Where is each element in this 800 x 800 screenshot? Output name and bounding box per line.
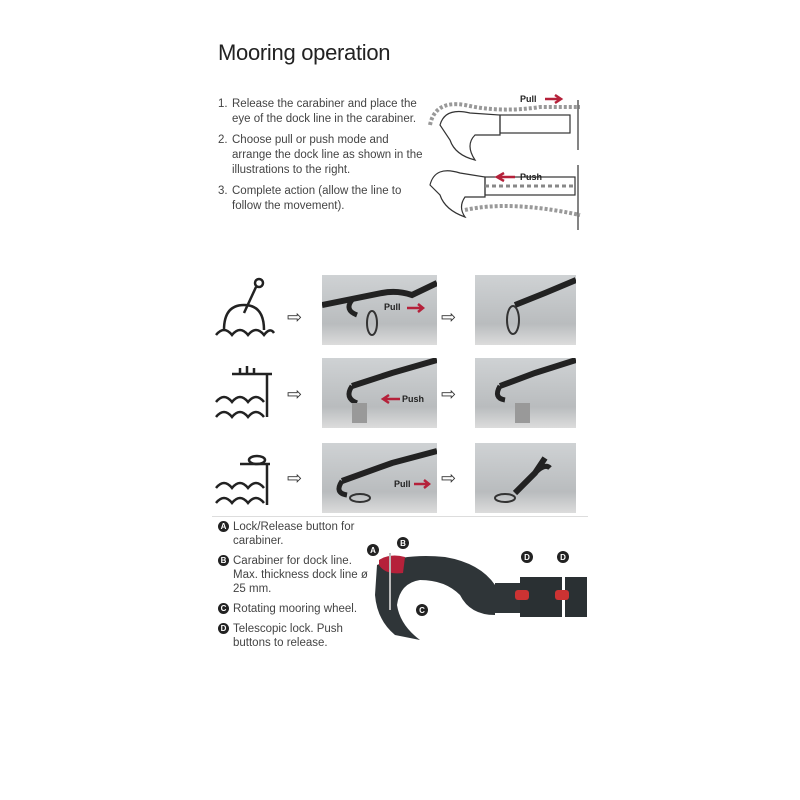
arrow-right-icon: ⇨ [441,307,457,327]
step-1: 1.Release the carabiner and place the ey… [218,98,417,125]
photo-pull-step-1: Pull [322,275,437,345]
push-label: Push [520,172,542,182]
arrow-right-icon: ⇨ [287,384,303,404]
buoy-icon [215,277,276,338]
bollard-ring-icon [215,454,270,505]
photo-pull-step-3: Pull [322,443,437,513]
arrow-right-icon: ⇨ [441,468,457,488]
dock-cleat-icon [215,366,272,419]
step-3: 3.Complete action (allow the line to fol… [218,185,402,212]
svg-text:Pull: Pull [394,479,411,489]
callout-d-1: D [521,551,533,563]
callout-d-2: D [557,551,569,563]
arrow-right-icon: ⇨ [287,468,303,488]
svg-text:D: D [524,553,530,562]
callout-a: A [367,544,379,556]
push-arrow-icon [494,171,515,183]
arrow-right-icon: ⇨ [441,384,457,404]
arrow-right-icon: ⇨ [287,307,303,327]
pull-label: Pull [520,94,537,104]
photo-push-step-2 [475,358,576,428]
callout-c: C [416,604,428,616]
pull-push-diagram: Pull Push [428,93,581,230]
callout-b: B [397,537,409,549]
instruction-steps: 1.Release the carabiner and place the ey… [218,97,428,220]
svg-text:C: C [419,606,425,615]
pull-arrow-icon [545,93,564,105]
svg-text:B: B [400,539,406,548]
boat-hook-tool-illustration: A B C D D [367,537,587,640]
step-2: 2.Choose pull or push mode and arrange t… [218,134,423,176]
photo-push-step-1: Push [322,358,437,428]
svg-text:A: A [370,546,376,555]
svg-text:Push: Push [402,394,424,404]
photo-pull-step-2 [475,275,576,345]
photo-pull-step-4 [475,443,576,513]
divider [212,516,588,517]
svg-text:Pull: Pull [384,302,401,312]
svg-text:D: D [560,553,566,562]
page-title: Mooring operation [218,40,391,65]
